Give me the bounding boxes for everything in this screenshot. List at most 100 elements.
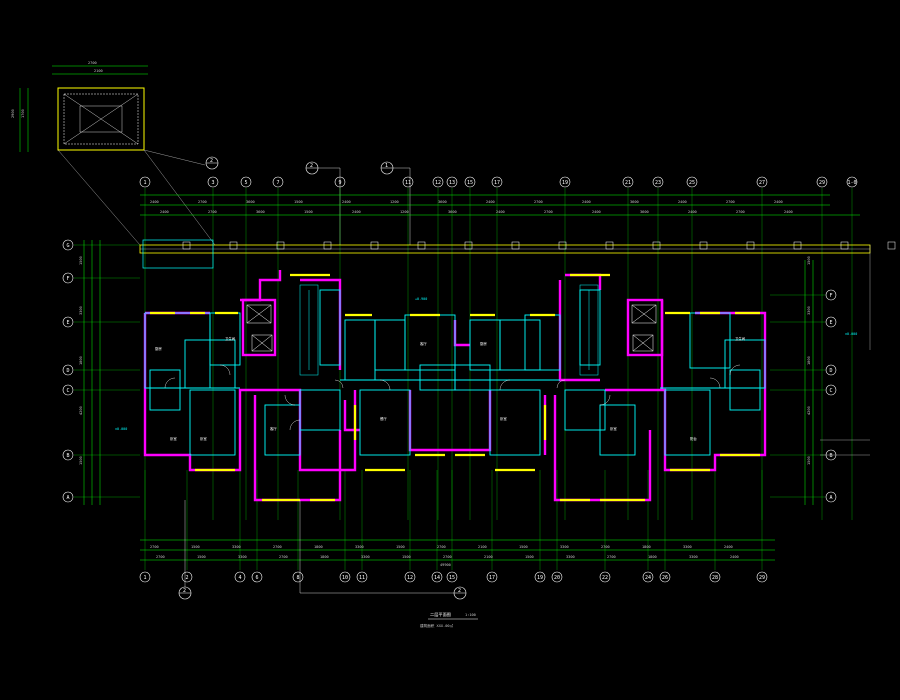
dimension-text: 1800 bbox=[648, 555, 657, 559]
dimension-text: 2700 bbox=[607, 555, 616, 559]
dimension-text: 3600 bbox=[630, 200, 639, 204]
dimension-text: 3600 bbox=[256, 210, 265, 214]
axis-label: D bbox=[66, 368, 69, 374]
axis-label: 29 bbox=[759, 575, 765, 581]
axis-label: G bbox=[66, 243, 69, 249]
dimension-text: 2700 bbox=[544, 210, 553, 214]
axis-label: 22 bbox=[602, 575, 608, 581]
axis-bubble bbox=[62, 491, 74, 503]
axis-label: 14 bbox=[434, 575, 440, 581]
axis-label: 12 bbox=[407, 575, 413, 581]
axis-label: C bbox=[66, 388, 69, 394]
dimension-text: 2400 bbox=[486, 200, 495, 204]
dimension-text: 3300 bbox=[683, 545, 692, 549]
axis-bubble bbox=[251, 571, 263, 583]
dimension-text: 2700 bbox=[150, 545, 159, 549]
dimension-text: 3600 bbox=[640, 210, 649, 214]
axis-bubble bbox=[62, 272, 74, 284]
dimension-text: 2400 bbox=[592, 210, 601, 214]
rail-posts bbox=[182, 241, 896, 250]
axis-label: 11 bbox=[405, 180, 411, 186]
top-dimension-texts: 2400240027002700360036001500150024002400… bbox=[150, 200, 793, 214]
dimension-text: 1500 bbox=[79, 256, 83, 265]
axis-label: F bbox=[66, 276, 69, 282]
elevation-mark: +0.900 bbox=[415, 297, 427, 301]
callout-1: 2 bbox=[210, 158, 213, 164]
axis-label: D bbox=[829, 368, 832, 374]
dimension-text: 1500 bbox=[402, 555, 411, 559]
detail-box: 2700 2100 2900 1700 bbox=[11, 61, 216, 246]
dimension-text: 3300 bbox=[79, 306, 83, 315]
axis-label: 5 bbox=[244, 180, 247, 186]
dimension-text: 2700 bbox=[534, 200, 543, 204]
room-label: 餐厅 bbox=[380, 416, 387, 421]
axis-bubble bbox=[62, 449, 74, 461]
axis-label: 11 bbox=[359, 575, 365, 581]
dimension-text: 2400 bbox=[352, 210, 361, 214]
dimension-text: 3300 bbox=[807, 306, 811, 315]
dimension-text: 1800 bbox=[642, 545, 651, 549]
axis-label: A bbox=[829, 495, 832, 501]
axis-bubble bbox=[334, 176, 346, 188]
bottom-dimension-texts: 2700270015001500330033002700270018001800… bbox=[150, 545, 739, 559]
axis-label: 12 bbox=[435, 180, 441, 186]
room-label: 厨房 bbox=[155, 346, 162, 351]
room-label: 卫生间 bbox=[735, 336, 746, 341]
vertical-axis-lines bbox=[144, 188, 853, 570]
dimension-text: 2100 bbox=[484, 555, 493, 559]
dimension-text: 3600 bbox=[448, 210, 457, 214]
dimension-text: 4200 bbox=[807, 406, 811, 415]
axis-bubble bbox=[464, 176, 476, 188]
axis-bubble bbox=[622, 176, 634, 188]
axis-label: 8 bbox=[296, 575, 299, 581]
axis-label: 9 bbox=[338, 180, 341, 186]
axis-label: 21 bbox=[625, 180, 631, 186]
axis-label: B bbox=[66, 453, 69, 459]
axis-label: 19 bbox=[562, 180, 568, 186]
dimension-text: 2700 bbox=[726, 200, 735, 204]
door-swings bbox=[164, 364, 741, 431]
axis-bubble bbox=[486, 571, 498, 583]
room-label: 卧室 bbox=[170, 436, 177, 441]
axis-bubble bbox=[446, 571, 458, 583]
axis-bubble bbox=[181, 571, 193, 583]
axis-bubble bbox=[642, 571, 654, 583]
axis-bubble bbox=[559, 176, 571, 188]
axis-label: 1 bbox=[143, 575, 146, 581]
room-label: 阳台 bbox=[690, 436, 697, 441]
axis-bubble bbox=[686, 176, 698, 188]
axis-label: 28 bbox=[712, 575, 718, 581]
room-label: 客厅 bbox=[420, 341, 427, 346]
horizontal-axis-lines bbox=[74, 244, 825, 498]
dimension-text: 1800 bbox=[79, 356, 83, 365]
dimension-text: 1200 bbox=[390, 200, 399, 204]
axis-label: 24 bbox=[645, 575, 651, 581]
axis-bubble bbox=[139, 571, 151, 583]
callout-2: 2 bbox=[310, 163, 313, 169]
axis-label: 23 bbox=[655, 180, 661, 186]
callout-3: 1 bbox=[385, 163, 388, 169]
axis-bubble bbox=[825, 316, 837, 328]
axis-label: 19 bbox=[537, 575, 543, 581]
dimension-text: 2400 bbox=[678, 200, 687, 204]
room-labels: 卧室 卧室 厨房 卫生间 客厅 餐厅 卧室 卧室 阳台 卫生间 客厅 厨房 ±0… bbox=[115, 297, 857, 441]
exterior-walls bbox=[143, 270, 767, 502]
room-label: 卧室 bbox=[610, 426, 617, 431]
dimension-text: 3300 bbox=[689, 555, 698, 559]
dimension-text: 2700 bbox=[279, 555, 288, 559]
plan-subtitle: 建筑面积 XXX.00㎡ bbox=[420, 623, 454, 628]
axis-label: 15 bbox=[467, 180, 473, 186]
axis-label: 26 bbox=[662, 575, 668, 581]
axis-bubble bbox=[491, 176, 503, 188]
stair-elevator-cores bbox=[246, 284, 657, 376]
dimension-text: 2700 bbox=[156, 555, 165, 559]
dimension-text: 2700 bbox=[601, 545, 610, 549]
axis-bubble bbox=[431, 571, 443, 583]
dimension-text: 2400 bbox=[688, 210, 697, 214]
dimension-text: 4200 bbox=[79, 406, 83, 415]
dimension-text: 2400 bbox=[582, 200, 591, 204]
